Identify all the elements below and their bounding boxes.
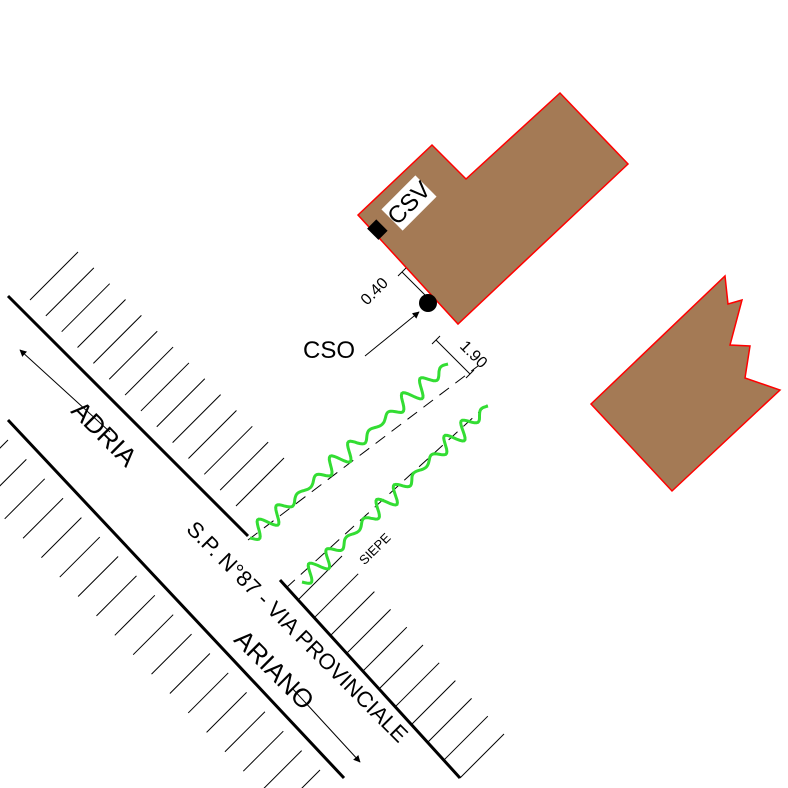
hatch-stroke	[4, 478, 46, 520]
hatch-stroke	[45, 267, 95, 317]
label-hedge: SIEPE	[356, 530, 394, 568]
building-right	[589, 274, 782, 493]
road-edge-right	[278, 578, 462, 780]
dim-190-line	[435, 339, 471, 375]
hatch-stroke	[108, 330, 158, 380]
hatch-stroke	[61, 283, 111, 333]
hatch-stroke	[77, 556, 119, 597]
dim-190-tick-a	[431, 335, 441, 345]
hatch-stroke	[0, 459, 27, 487]
dim-040-line	[401, 271, 427, 297]
hatch-stroke	[330, 591, 375, 636]
hatch-stroke	[188, 410, 237, 459]
hatch-stroke	[41, 517, 82, 559]
hatch-stroke	[169, 653, 211, 694]
hatch-stroke	[301, 769, 321, 788]
hatch-stroke	[114, 594, 156, 636]
hatch-stroke	[206, 691, 247, 733]
hatch-stroke	[263, 750, 303, 788]
hatch-stroke	[96, 575, 137, 617]
dim-040-tick-a	[397, 267, 407, 277]
hatch-upper-road-edge	[29, 251, 285, 507]
cso-label: CSO	[303, 337, 355, 364]
property-line-upper	[247, 365, 479, 541]
hatch-stroke	[235, 457, 285, 507]
hatch-stroke	[59, 536, 101, 578]
hatch-stroke	[378, 644, 424, 690]
hatch-stroke	[187, 672, 229, 714]
hatch-stroke	[140, 362, 190, 412]
hatch-stroke	[346, 609, 391, 654]
hatch-stroke	[313, 573, 359, 619]
cso-leader	[364, 311, 420, 357]
arrow-to-ariano	[291, 687, 361, 763]
hatch-stroke	[411, 680, 456, 725]
cso-point	[419, 294, 437, 312]
property-line-lower	[285, 403, 489, 589]
road-edge-upper	[6, 294, 250, 538]
hatch-stroke	[362, 626, 408, 672]
hatch-lower-road-edge	[0, 439, 321, 788]
dim-040-label: 0.40	[358, 275, 392, 309]
building-main	[356, 91, 630, 326]
csv-marker	[367, 219, 388, 240]
hatch-stroke	[172, 394, 221, 443]
hatch-stroke	[459, 733, 505, 779]
hatch-stroke	[156, 378, 206, 428]
dim-190-label: 1.90	[456, 338, 490, 372]
hatch-stroke	[297, 555, 343, 601]
hatch-stroke	[203, 425, 253, 475]
hedge-upper	[249, 362, 449, 542]
hatch-right-road-edge	[297, 555, 505, 779]
hatch-stroke	[22, 497, 64, 539]
hatch-stroke	[77, 299, 126, 348]
hatch-stroke	[219, 441, 269, 491]
road-edge-lower	[6, 418, 346, 780]
hatch-stroke	[224, 711, 266, 753]
hatch-stroke	[443, 715, 489, 761]
hatch-stroke	[93, 315, 142, 364]
hatch-stroke	[29, 251, 79, 301]
hedge-lower	[301, 404, 489, 585]
label-adria: ADRIA	[66, 395, 144, 473]
hatch-stroke	[394, 662, 440, 708]
dim-190-tick-b	[465, 369, 475, 379]
arrow-to-adria	[19, 349, 111, 433]
hatch-stroke	[0, 439, 9, 449]
hatch-stroke	[151, 633, 192, 675]
hatch-stroke	[242, 730, 284, 772]
csv-label-bg	[381, 175, 437, 231]
hatch-stroke	[132, 614, 174, 656]
hatch-stroke	[427, 698, 472, 743]
hatch-stroke	[124, 346, 174, 396]
